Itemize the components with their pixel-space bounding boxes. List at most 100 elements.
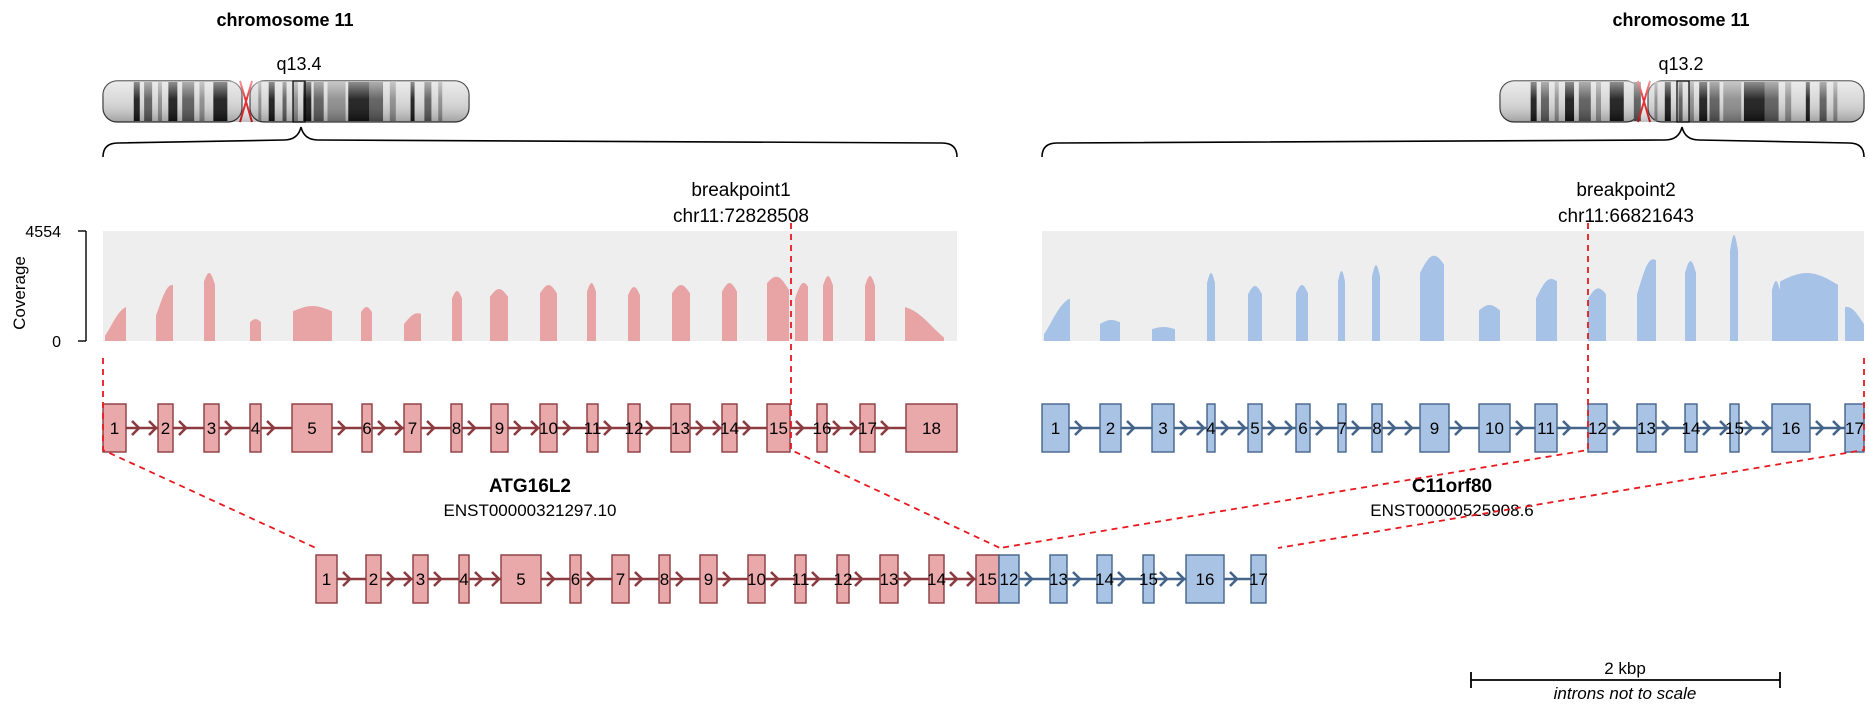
right-intron-arrow	[1284, 420, 1294, 436]
right-exon	[1337, 403, 1347, 453]
fusion-right-intron-arrow	[1072, 571, 1082, 587]
left-coverage-peak	[905, 307, 944, 341]
right-chromosome-title: chromosome 11	[1612, 10, 1749, 30]
fusion-left-exon	[315, 554, 338, 604]
right-exon-label: 8	[1372, 419, 1381, 438]
right-intron-arrow	[1220, 420, 1230, 436]
right-coverage-peak	[1780, 273, 1838, 341]
fusion-right-exon-label: 15	[1139, 570, 1158, 589]
left-intron-arrow	[530, 420, 540, 436]
right-intron-arrow	[1515, 420, 1525, 436]
left-selected-band	[292, 80, 306, 123]
left-intron-arrow	[712, 420, 722, 436]
left-intron-arrow	[513, 420, 523, 436]
left-exon	[361, 403, 373, 453]
left-intron-arrow	[603, 420, 613, 436]
left-gene-start-connector	[102, 358, 317, 549]
breakpoint1-position: chr11:72828508	[673, 206, 809, 227]
scale-bar-label: 2 kbp	[1604, 659, 1646, 678]
right-exon	[1684, 403, 1698, 453]
left-coverage-peak	[672, 285, 690, 341]
right-band-label: q13.2	[1658, 54, 1703, 74]
left-chromosome-ideogram	[102, 80, 470, 123]
left-exon-label: 4	[251, 419, 260, 438]
right-exon	[1478, 403, 1511, 453]
fusion-right-exon	[998, 554, 1020, 604]
left-exon-label: 14	[720, 419, 739, 438]
right-coverage-peak	[1338, 271, 1345, 341]
right-exon-label: 15	[1725, 419, 1744, 438]
fusion-left-exon	[500, 554, 542, 604]
left-coverage-peak	[452, 291, 462, 341]
right-intron-arrow	[1702, 420, 1712, 436]
fusion-left-intron-arrow	[722, 571, 732, 587]
fusion-left-intron-arrow	[474, 571, 484, 587]
breakpoint-lines	[102, 223, 1865, 549]
left-intron-arrow	[832, 420, 842, 436]
left-coverage-peak	[540, 285, 557, 341]
left-exon-label: 5	[307, 419, 316, 438]
right-exon-label: 11	[1537, 419, 1555, 438]
left-band-label: q13.4	[276, 54, 321, 74]
right-coverage-track	[1044, 235, 1864, 341]
right-coverage-peak	[1588, 288, 1606, 341]
left-intron-arrow	[377, 420, 387, 436]
right-intron-arrow	[1744, 420, 1754, 436]
fusion-left-intron-arrow	[634, 571, 644, 587]
left-exon-label: 11	[584, 419, 602, 438]
right-intron-arrow	[1074, 420, 1084, 436]
right-intron-arrow	[1126, 420, 1136, 436]
left-exon-label: 9	[495, 419, 504, 438]
right-coverage-peak	[1100, 320, 1120, 341]
left-exon-label: 6	[362, 419, 371, 438]
fusion-left-exon	[699, 554, 718, 604]
fusion-left-exon	[458, 554, 470, 604]
left-coverage-peak	[293, 306, 332, 341]
fusion-left-exon-label: 11	[792, 570, 810, 589]
left-coverage-peak	[250, 319, 261, 341]
right-chromosome-ideogram	[1499, 80, 1865, 123]
right-exon-label: 14	[1682, 419, 1701, 438]
breakpoint2-label: breakpoint2	[1576, 180, 1675, 201]
right-coverage-peak	[1296, 285, 1308, 341]
right-exon	[1247, 403, 1263, 453]
coverage-axis-min: 0	[52, 334, 61, 351]
left-exon	[157, 403, 174, 453]
fusion-left-intron-arrow	[770, 571, 780, 587]
left-coverage-panel	[103, 231, 957, 341]
right-exon-label: 16	[1782, 419, 1801, 438]
fusion-left-exon-label: 2	[369, 570, 378, 589]
left-exon-label: 7	[408, 419, 417, 438]
left-exon-label: 12	[625, 419, 644, 438]
left-chromosome-title: chromosome 11	[216, 10, 353, 30]
right-intron-arrow	[1612, 420, 1622, 436]
fusion-left-exon-label: 9	[704, 570, 713, 589]
right-intron-arrow	[1661, 420, 1671, 436]
right-coverage-panel	[1042, 231, 1864, 341]
left-coverage-peak	[587, 283, 596, 341]
left-exon	[490, 403, 509, 453]
left-intron-arrow	[178, 420, 188, 436]
right-coverage-peak	[1536, 278, 1557, 341]
left-exon	[403, 403, 422, 453]
right-coverage-peak	[1152, 327, 1175, 341]
fusion-left-intron-arrow	[811, 571, 821, 587]
right-intron-arrow	[1815, 420, 1825, 436]
left-exon	[450, 403, 463, 453]
left-exon	[249, 403, 262, 453]
right-coverage-peak	[1730, 235, 1738, 341]
left-exon	[766, 403, 791, 453]
fusion-left-exon	[412, 554, 429, 604]
fusion-right-intron-arrow	[1159, 571, 1169, 587]
right-exon-label: 2	[1106, 419, 1115, 438]
fusion-left-exon-label: 3	[416, 570, 425, 589]
right-exon-label: 4	[1206, 419, 1215, 438]
left-intron-arrow	[562, 420, 572, 436]
right-exon	[1587, 403, 1608, 453]
fusion-left-exon	[879, 554, 899, 604]
left-coverage-peak	[105, 307, 126, 341]
right-coverage-peak	[1207, 273, 1215, 341]
left-transcript-id: ENST00000321297.10	[444, 501, 617, 520]
left-coverage-peak	[722, 283, 737, 341]
